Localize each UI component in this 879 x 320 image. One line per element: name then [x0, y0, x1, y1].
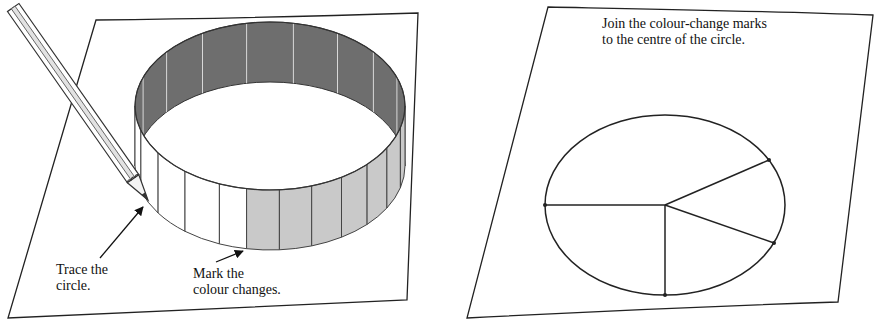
instruction-label: Mark the colour changes.: [193, 266, 282, 298]
paper-sheet: [8, 13, 418, 318]
paper-sheet: [467, 7, 873, 318]
pencil: [7, 3, 153, 204]
strip-outer-wall: [135, 106, 405, 250]
colour-change-marks: [543, 158, 776, 297]
instruction-label: Join the colour-change marks to the cent…: [602, 16, 774, 48]
traced-circle: [545, 115, 785, 295]
strip-inner-marks: [143, 23, 397, 137]
leader-arrow: [216, 251, 243, 262]
strip-rim: [135, 22, 405, 190]
strip-inner-wall: [135, 22, 405, 166]
instruction-label: Trace the circle.: [56, 262, 126, 294]
radius-lines: [545, 160, 774, 295]
leader-arrow: [100, 207, 143, 258]
